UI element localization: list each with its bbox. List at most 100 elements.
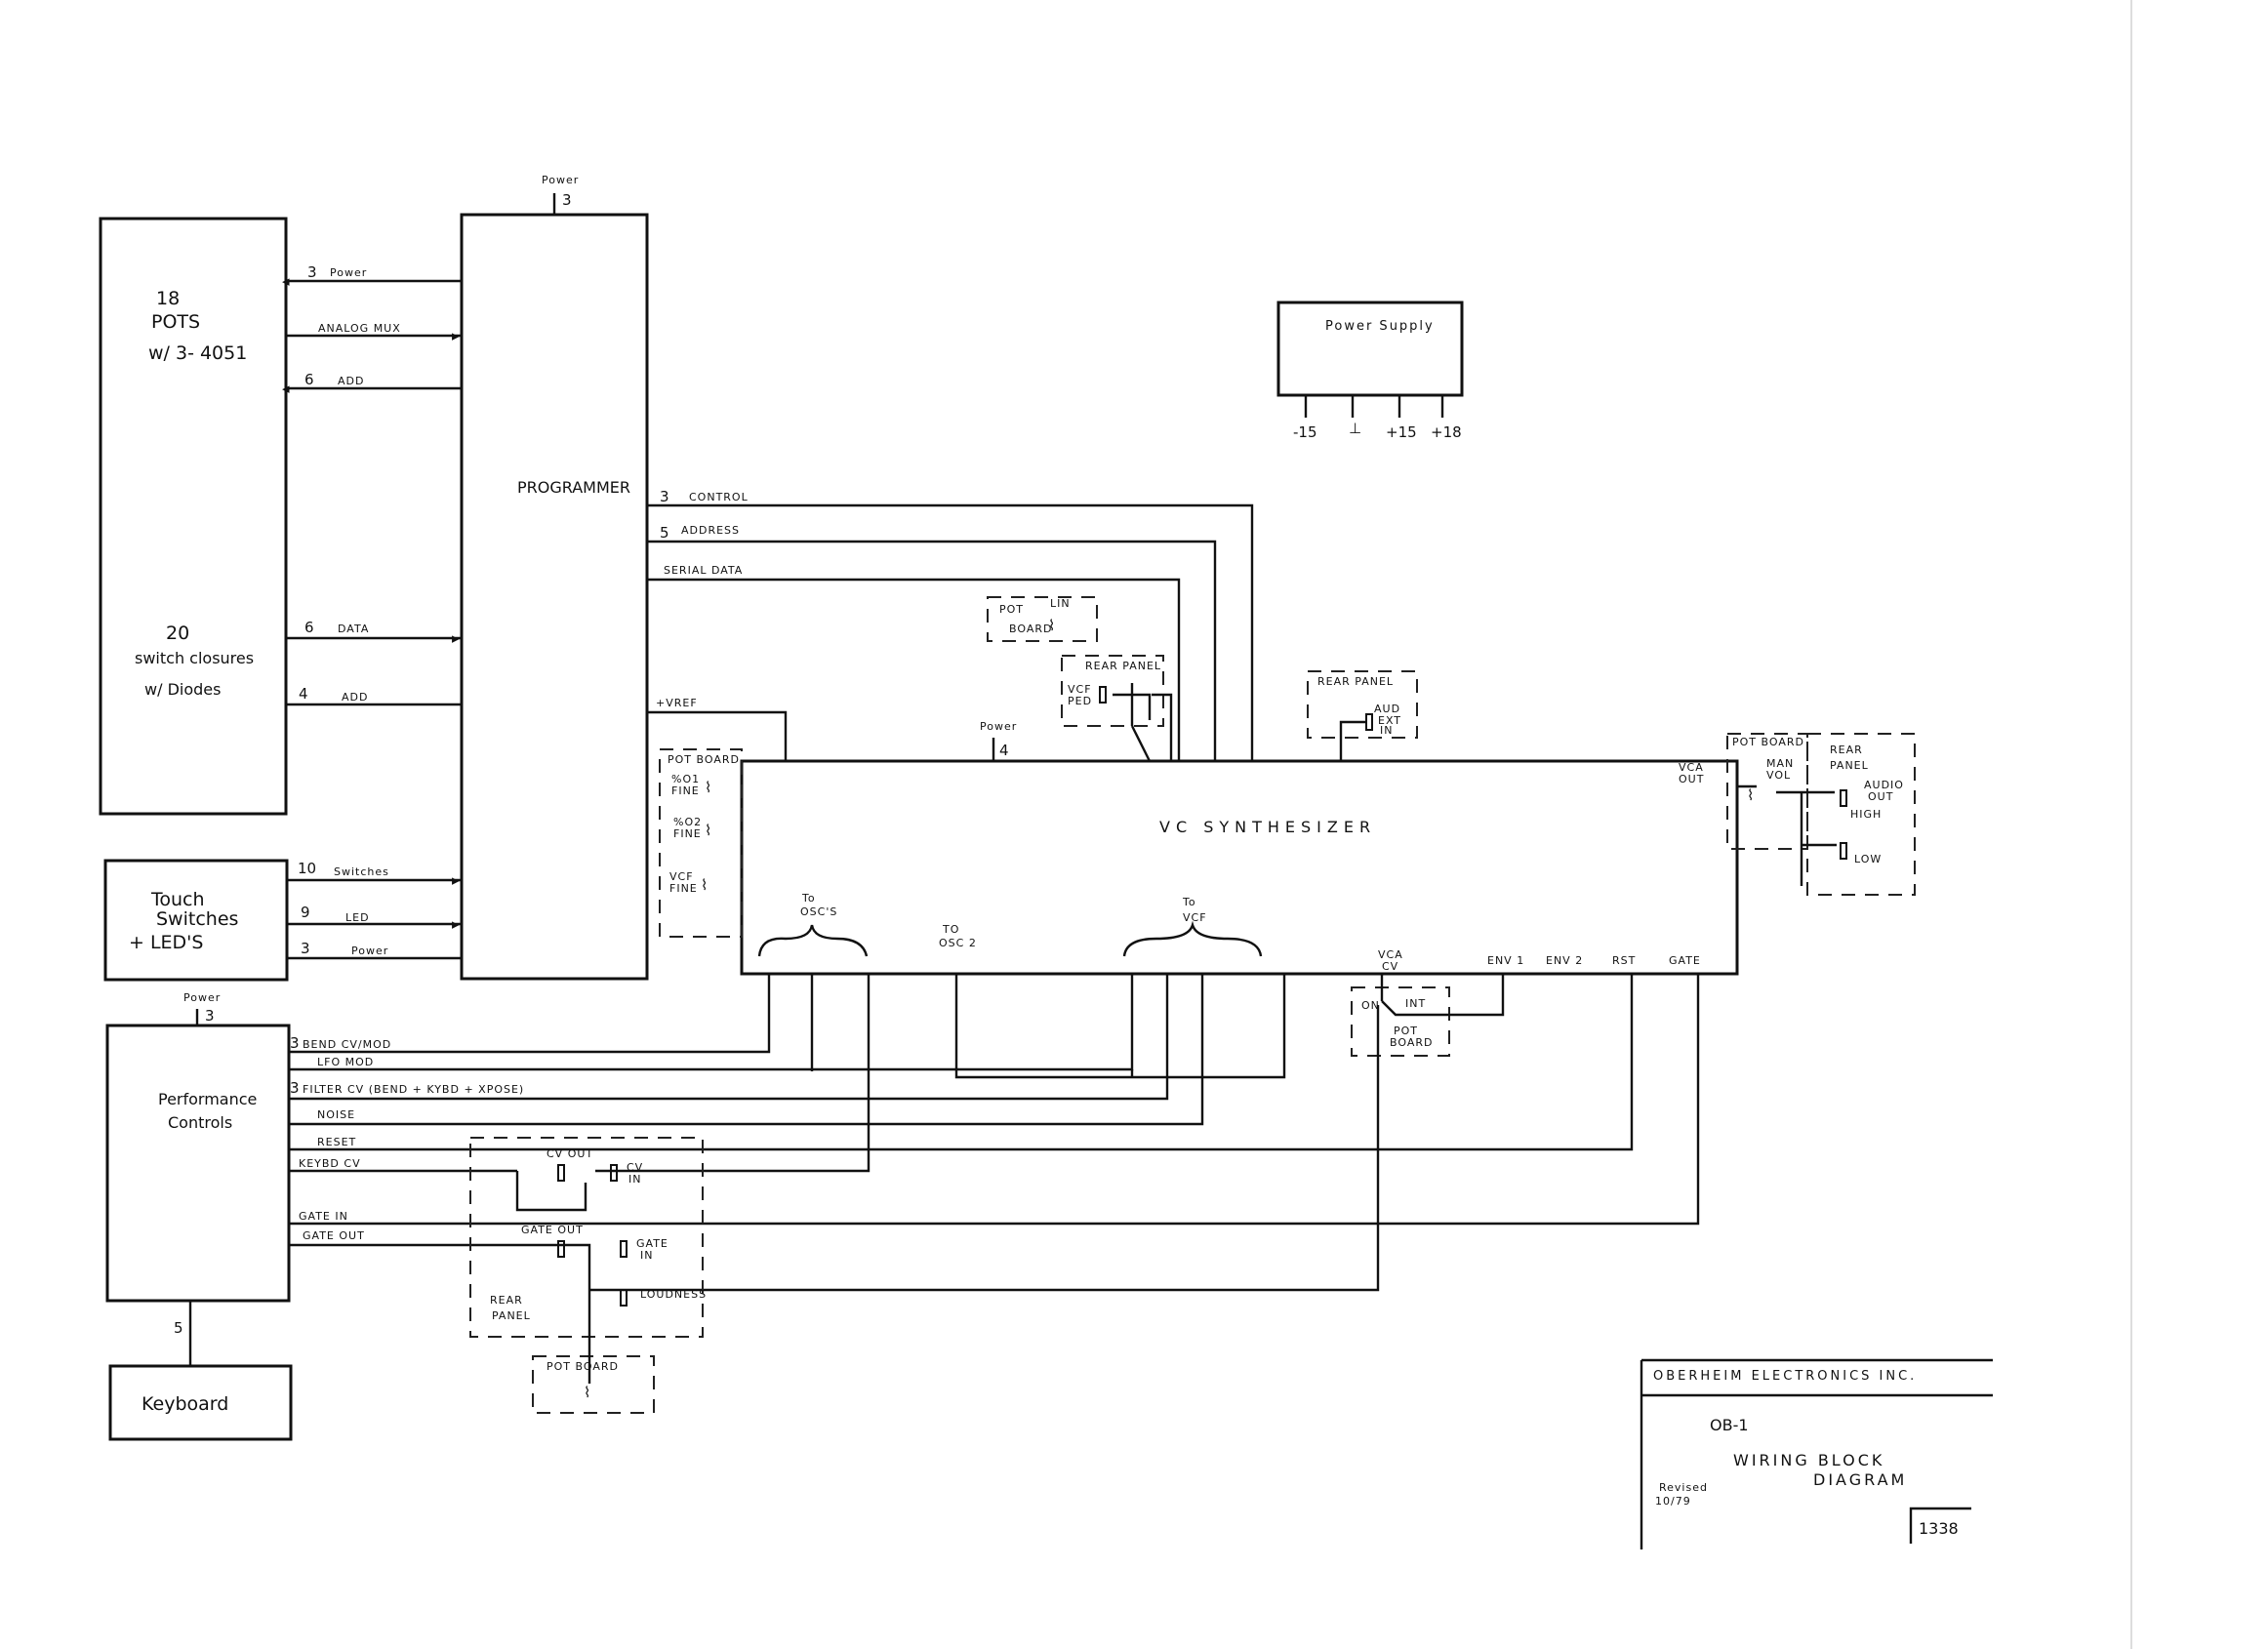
loudness-jack-icon <box>620 1289 628 1307</box>
ps-ground-symbol: ⊥ <box>1349 420 1361 437</box>
audio-high-label: HIGH <box>1850 808 1882 821</box>
pots-mux: w/ 3- 4051 <box>148 342 247 364</box>
rear-panel-vcf-label: VCF <box>1068 683 1092 696</box>
model-number: OB-1 <box>1710 1416 1749 1434</box>
cv-out-jack-icon <box>557 1164 565 1182</box>
analog-mux-arrow: ▸ <box>452 327 460 344</box>
vca-on-label: ON <box>1361 999 1380 1012</box>
vcs-ports: To OSC'S TO OSC 2 To VCF VCA CV ENV 1 EN… <box>757 761 1704 973</box>
pots-add-arrow: ◂ <box>282 380 290 397</box>
switch-add-count: 4 <box>299 685 308 703</box>
rear-panel-vcf: REAR PANEL VCF PED <box>1061 655 1173 762</box>
pot-board-vca: ON INT POT BOARD <box>1351 974 1505 1057</box>
rear-panel-ext-label: EXT <box>1378 714 1401 727</box>
pot-board-bottom-resistor-icon: ⌇ <box>584 1384 590 1401</box>
vcs-power-label: Power <box>980 720 1017 733</box>
pot-board-out-title: POT BOARD <box>1732 736 1804 748</box>
touch-switches-arrow: ▸ <box>452 871 460 889</box>
pot-board-out: POT BOARD MAN VOL ⌇ <box>1726 733 1808 850</box>
rear-panel-perf: CV OUT CV IN GATE OUT GATE IN LOUDNESS R… <box>469 1137 706 1338</box>
audio-low-label: LOW <box>1854 853 1882 865</box>
pots-power-arrow: ◂ <box>282 272 290 290</box>
analog-mux-label: ANALOG MUX <box>318 322 401 335</box>
touch-led-label: LED <box>345 911 370 924</box>
rear-panel-vcf-title: REAR PANEL <box>1085 660 1161 672</box>
pots-count: 18 <box>156 288 180 309</box>
filter-label: FILTER CV (BEND + KYBD + XPOSE) <box>303 1083 524 1096</box>
touch-label-1: Touch <box>150 889 205 910</box>
pot-board-top-extra: LIN <box>1050 597 1071 610</box>
rear-panel-vcf-ped: PED <box>1068 695 1092 707</box>
perf-power-label: Power <box>183 991 221 1004</box>
vca-cv-label: VCA <box>1378 948 1403 961</box>
switch-data-arrow: ▸ <box>452 629 460 647</box>
pot-o1-resistor-icon: ⌇ <box>705 779 711 796</box>
control-count: 3 <box>660 488 669 505</box>
env2-label: ENV 2 <box>1546 954 1583 967</box>
control-label: CONTROL <box>689 491 749 503</box>
to-osc2-label-2: OSC 2 <box>939 937 977 949</box>
pot-o2-label: %O2 <box>673 816 702 828</box>
pot-board-top-resistor-icon: ⌇ <box>1048 617 1055 634</box>
vc-synthesizer-block: VC SYNTHESIZER Power 4 <box>740 720 1739 976</box>
vca-board-label: BOARD <box>1390 1036 1433 1049</box>
man-vol-resistor-icon: ⌇ <box>1747 786 1754 804</box>
pot-board-bottom-title: POT BOARD <box>547 1360 619 1373</box>
rear-panel-aud-label: AUD <box>1374 703 1400 715</box>
switch-data-count: 6 <box>304 619 314 636</box>
power-supply-block: Power Supply -15 ⊥ +15 +18 <box>1276 301 1464 441</box>
cv-in-jack-icon <box>610 1164 618 1182</box>
performance-wiring: 3 BEND CV/MOD LFO MOD 3 FILTER CV (BEND … <box>289 974 1700 1292</box>
vca-out-label-2: OUT <box>1679 773 1704 785</box>
pot-o2-fine: FINE <box>673 827 702 840</box>
rear-panel-aud-title: REAR PANEL <box>1317 675 1394 688</box>
gate-out-jack-icon <box>557 1240 565 1258</box>
vca-int-label: INT <box>1405 997 1426 1010</box>
pots-power-label: Power <box>330 266 367 279</box>
switch-label: switch closures <box>135 649 254 667</box>
gate-label: GATE <box>1669 954 1701 967</box>
keyboard-bus-count: 5 <box>174 1319 183 1337</box>
pot-vcf-fine: FINE <box>669 882 698 895</box>
programmer-block: PROGRAMMER Power 3 <box>460 174 649 981</box>
bend-count: 3 <box>290 1034 300 1052</box>
noise-label: NOISE <box>317 1108 355 1121</box>
pot-vcf-label: VCF <box>669 870 694 883</box>
pots-power-count: 3 <box>307 263 317 281</box>
vca-pot-label: POT <box>1394 1025 1418 1037</box>
programmer-label: PROGRAMMER <box>517 478 630 497</box>
pot-o2-resistor-icon: ⌇ <box>705 822 711 839</box>
company-name: OBERHEIM ELECTRONICS INC. <box>1653 1369 1917 1384</box>
pots-add-count: 6 <box>304 371 314 388</box>
pot-vcf-resistor-icon: ⌇ <box>701 876 708 894</box>
vcs-label: VC SYNTHESIZER <box>1159 818 1376 836</box>
touch-switches-label: Switches <box>334 865 389 878</box>
pot-board-vol-label: VOL <box>1766 769 1791 782</box>
rear-panel-out-title2: PANEL <box>1830 759 1869 772</box>
switch-add-label: ADD <box>342 691 368 704</box>
to-oscs-label: To <box>801 892 816 905</box>
touch-switches-block: Touch Switches + LED'S <box>103 859 289 982</box>
programmer-vcs-wiring: 3 CONTROL 5 ADDRESS SERIAL DATA +VREF <box>647 488 1254 761</box>
pots-label: POTS <box>151 311 200 333</box>
power-supply-label: Power Supply <box>1325 319 1435 334</box>
audio-high-jack-icon <box>1840 789 1847 807</box>
ps-terminal-neg15: -15 <box>1293 423 1317 441</box>
keyboard-block: Keyboard 5 <box>108 1301 293 1441</box>
vref-label: +VREF <box>656 697 698 709</box>
drawing-number: 1338 <box>1919 1519 1959 1538</box>
perf-power-count: 3 <box>205 1007 215 1025</box>
address-label: ADDRESS <box>681 524 740 537</box>
rst-label: RST <box>1612 954 1636 967</box>
pot-board-top-title2: BOARD <box>1009 623 1052 635</box>
performance-label-2: Controls <box>168 1113 232 1132</box>
cv-in-jack-label: CV <box>627 1161 643 1174</box>
to-osc2-label: TO <box>942 923 959 936</box>
pot-board-left-title: POT BOARD <box>668 753 740 766</box>
to-vcf-label-2: VCF <box>1183 911 1207 924</box>
ps-terminal-pos18: +18 <box>1431 423 1462 441</box>
rear-panel-perf-title2: PANEL <box>492 1309 531 1322</box>
rear-panel-perf-title: REAR <box>490 1294 523 1307</box>
title-block: OBERHEIM ELECTRONICS INC. OB-1 WIRING BL… <box>1640 1358 1993 1549</box>
